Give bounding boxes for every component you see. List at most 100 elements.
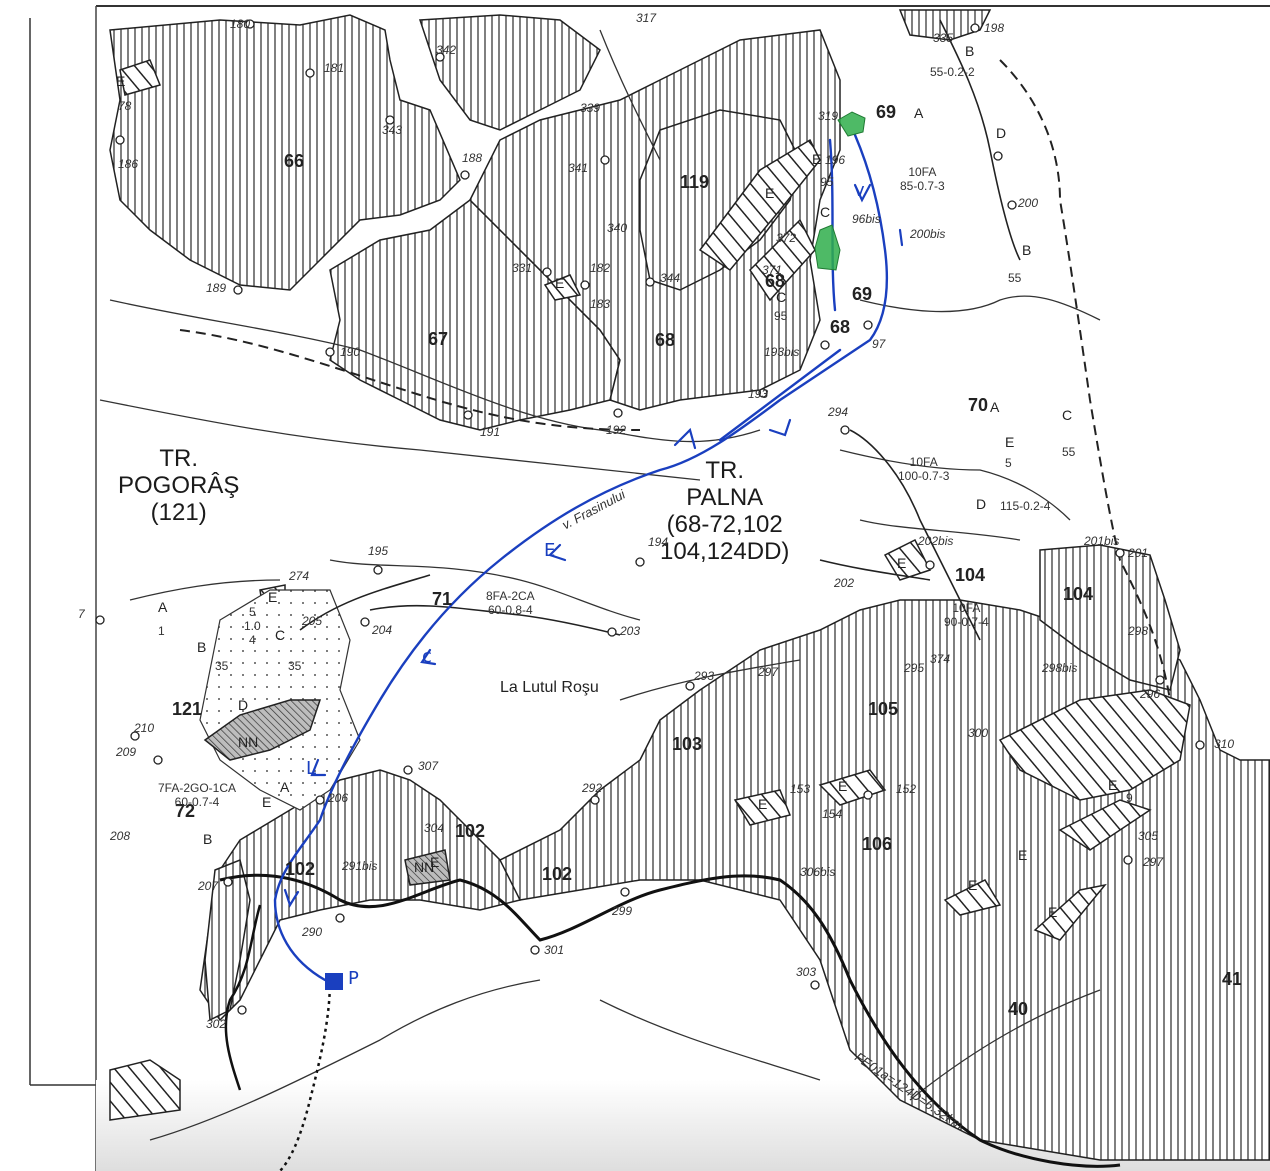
parcel-number: 68 bbox=[830, 317, 851, 337]
point-marker-icon bbox=[1155, 675, 1165, 685]
point-label: 331 bbox=[512, 261, 533, 275]
point-label: 298 bbox=[1128, 624, 1149, 638]
point-label: 303 bbox=[796, 965, 817, 979]
point-label: 200 bbox=[1018, 196, 1039, 210]
subunit-letter: E bbox=[838, 778, 848, 794]
point-label: 181 bbox=[324, 61, 345, 75]
point-marker-icon bbox=[685, 681, 695, 691]
handwritten-mark: E bbox=[544, 540, 556, 561]
parcel-number: 106 bbox=[862, 834, 893, 854]
stand-description: 10FA 100-0.7-3 bbox=[898, 455, 950, 483]
point-label: 291bis bbox=[342, 859, 378, 873]
parcel-number: 121 bbox=[172, 699, 203, 719]
parcel-121-hatch bbox=[204, 858, 251, 1022]
parcel-number: 102 bbox=[542, 864, 573, 884]
stand-description: 55-0.2-2 bbox=[930, 65, 975, 79]
point-marker-icon bbox=[590, 795, 600, 805]
point-label: 195 bbox=[368, 544, 389, 558]
point-label: 193bis bbox=[764, 345, 800, 359]
point-marker-icon bbox=[1123, 855, 1133, 865]
point-label: 298bis bbox=[1042, 661, 1078, 675]
point-label: 96bis bbox=[852, 212, 881, 226]
point-marker-icon bbox=[810, 980, 820, 990]
parcel-number: 69 bbox=[876, 102, 897, 122]
point-label: 193 bbox=[748, 387, 769, 401]
subunit-letter: B bbox=[1022, 242, 1032, 258]
point-label: 196 bbox=[825, 153, 846, 167]
parcel-number: 68 bbox=[655, 330, 676, 350]
stand-description: 35 bbox=[288, 659, 302, 673]
point-marker-icon bbox=[863, 790, 873, 800]
point-marker-icon bbox=[820, 340, 830, 350]
point-markers bbox=[95, 19, 1205, 1015]
subunit-letter: A bbox=[914, 105, 924, 121]
parcel-number: 70 bbox=[968, 395, 989, 415]
point-label: 191 bbox=[480, 425, 501, 439]
subunit-letter: NN bbox=[414, 859, 435, 875]
point-marker-icon bbox=[95, 615, 105, 625]
parcel-number: 104 bbox=[955, 565, 986, 585]
subunit-letter: E bbox=[1018, 847, 1028, 863]
parcel-number: 66 bbox=[284, 151, 305, 171]
parcel-number: 68 bbox=[765, 271, 786, 291]
point-label: 203 bbox=[620, 624, 641, 638]
dashed-boundaries bbox=[179, 59, 1171, 701]
parcel-104-area bbox=[1039, 544, 1181, 691]
nn-stand-102 bbox=[404, 849, 451, 886]
point-label: 319 bbox=[818, 109, 839, 123]
point-label: 201bis bbox=[1084, 534, 1120, 548]
point-label: 201 bbox=[1128, 546, 1149, 560]
point-marker-icon bbox=[360, 617, 370, 627]
point-label: 335 bbox=[933, 31, 954, 45]
compartment-lines bbox=[299, 19, 1021, 641]
point-label: 310 bbox=[1214, 737, 1235, 751]
point-label: 183 bbox=[590, 297, 611, 311]
point-label: 153 bbox=[790, 782, 811, 796]
point-label: 302 bbox=[206, 1017, 227, 1031]
stand-description: 55 bbox=[1008, 271, 1022, 285]
parcel-number: 102 bbox=[455, 821, 486, 841]
subunit-letter: E bbox=[430, 854, 440, 870]
point-marker-icon bbox=[463, 410, 473, 420]
point-label: 306bis bbox=[800, 865, 836, 879]
subunit-letter: A bbox=[158, 599, 168, 615]
point-label: 299 bbox=[612, 904, 633, 918]
subunit-letter: E bbox=[1005, 434, 1015, 450]
point-label: 202bis bbox=[918, 534, 954, 548]
parcel-102-area bbox=[199, 769, 522, 1022]
highlight-icon bbox=[814, 224, 841, 271]
point-marker-icon bbox=[335, 913, 345, 923]
stand-description: 8FA-2CA 60-0.8-4 bbox=[486, 589, 535, 617]
point-marker-icon bbox=[542, 267, 552, 277]
tract-pogoras-label: TR. POGORÂŞ (121) bbox=[118, 445, 240, 526]
subunit-letter: E bbox=[262, 794, 272, 810]
point-marker-icon bbox=[925, 560, 935, 570]
point-marker-icon bbox=[645, 277, 655, 287]
point-label: 300 bbox=[968, 726, 989, 740]
point-marker-icon bbox=[993, 151, 1003, 161]
parcel-number: 104 bbox=[1063, 584, 1094, 604]
point-label: 343 bbox=[382, 123, 403, 137]
stand-description: 115-0.2-4 bbox=[1000, 499, 1051, 513]
point-label: 192 bbox=[606, 423, 627, 437]
point-marker-icon bbox=[223, 877, 233, 887]
subunit-letter: E bbox=[968, 877, 978, 893]
handwritten-strokes: L bbox=[306, 758, 317, 779]
point-label: 7 bbox=[78, 607, 85, 621]
bold-border-west bbox=[224, 904, 262, 1091]
point-label: 294 bbox=[828, 405, 849, 419]
point-label: 204 bbox=[372, 623, 393, 637]
parcel-number: 119 bbox=[680, 172, 710, 192]
point-label: 208 bbox=[110, 829, 131, 843]
subunit-letter: E bbox=[1108, 777, 1118, 793]
point-marker-icon bbox=[130, 731, 140, 741]
point-label: 342 bbox=[436, 43, 457, 57]
subunit-letter: C bbox=[776, 289, 787, 305]
point-label: 293 bbox=[694, 669, 715, 683]
point-label: 200bis bbox=[910, 227, 946, 241]
stand-description: 10FA 85-0.7-3 bbox=[900, 165, 945, 193]
point-marker-icon bbox=[245, 19, 255, 29]
point-marker-icon bbox=[315, 795, 325, 805]
stand-description: 5 bbox=[1005, 456, 1012, 470]
point-label: 297 bbox=[758, 665, 779, 679]
